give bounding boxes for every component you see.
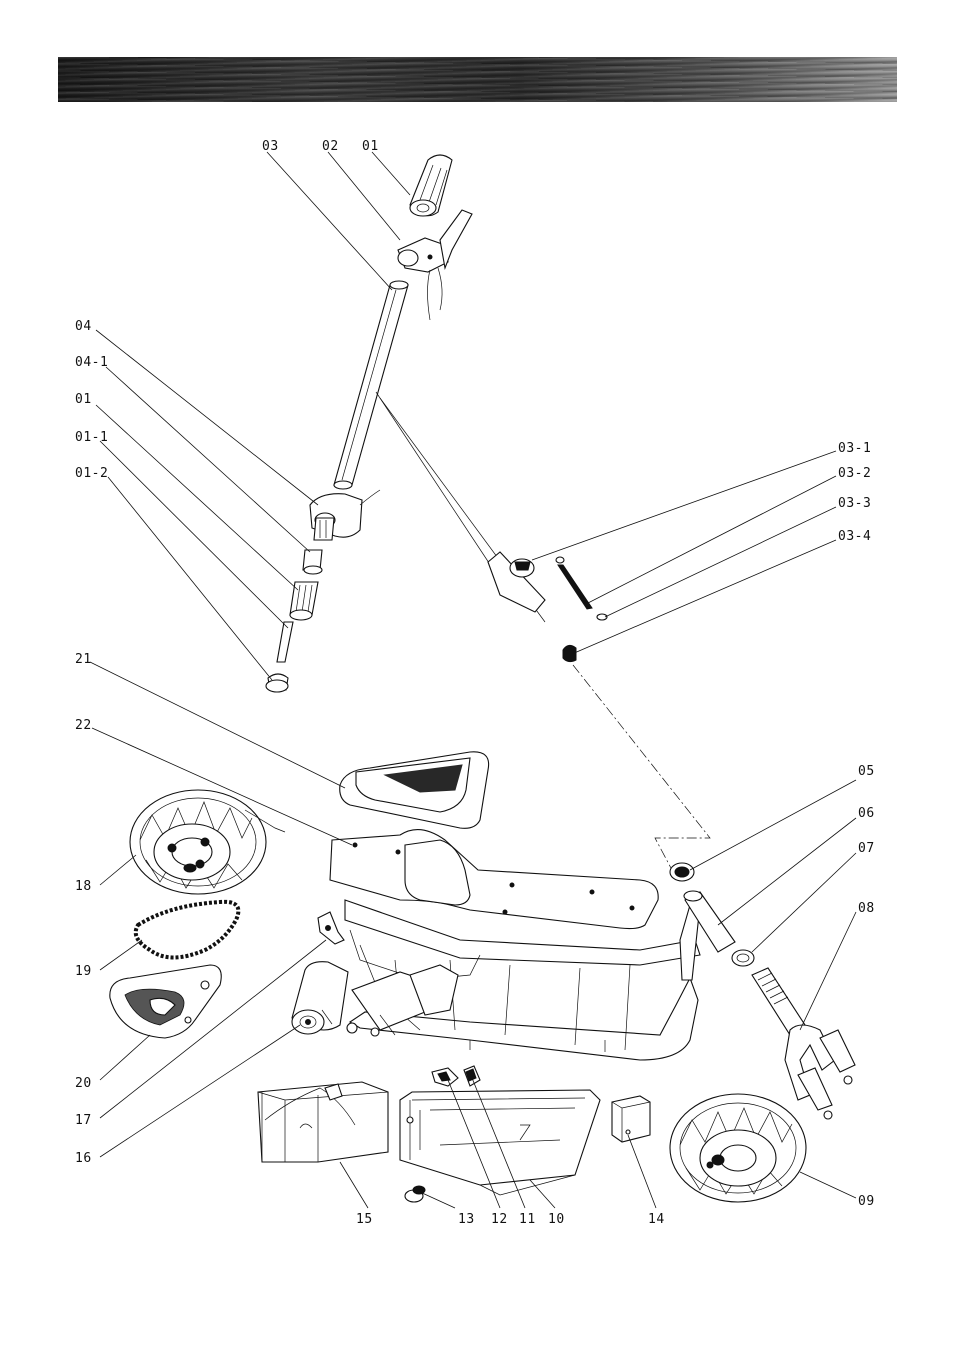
label-04-1: 04-1 <box>75 355 108 370</box>
leader-lines <box>90 152 856 1208</box>
controller-part <box>612 1096 650 1142</box>
label-01-top: 01 <box>362 139 379 154</box>
label-10: 10 <box>548 1212 565 1227</box>
grip-left-part <box>290 582 318 620</box>
bushing-part <box>303 550 322 574</box>
charge-port-part <box>405 1186 425 1202</box>
label-06: 06 <box>858 806 875 821</box>
bearing-ring-part <box>732 950 754 966</box>
label-17: 17 <box>75 1113 92 1128</box>
battery-pack-part <box>258 1082 388 1162</box>
label-08: 08 <box>858 901 875 916</box>
label-21: 21 <box>75 652 92 667</box>
throttle-bracket-part <box>318 912 344 944</box>
handlebar-tube-part <box>334 281 408 489</box>
label-01-left: 01 <box>75 392 92 407</box>
label-03-1: 03-1 <box>838 441 871 456</box>
label-13: 13 <box>458 1212 475 1227</box>
front-fork-part <box>752 968 855 1119</box>
brake-lever-part <box>398 210 472 320</box>
label-18: 18 <box>75 879 92 894</box>
switch-part <box>432 1068 458 1086</box>
label-14: 14 <box>648 1212 665 1227</box>
bearing-cup-part <box>670 863 694 881</box>
folding-stem-part <box>376 392 545 622</box>
front-wheel-part <box>670 1094 806 1202</box>
label-07: 07 <box>858 841 875 856</box>
label-03: 03 <box>262 139 279 154</box>
part-labels: 03 02 01 04 04-1 01 01-1 01-2 03-1 03-2 … <box>75 139 875 1227</box>
chain-part <box>136 902 239 958</box>
label-01-2: 01-2 <box>75 466 108 481</box>
label-02: 02 <box>322 139 339 154</box>
label-19: 19 <box>75 964 92 979</box>
clamp-part <box>310 490 380 540</box>
motor-part <box>292 962 348 1034</box>
label-16: 16 <box>75 1151 92 1166</box>
label-03-4: 03-4 <box>838 529 871 544</box>
rear-wheel-part <box>130 790 285 894</box>
label-11: 11 <box>519 1212 536 1227</box>
bolt-part <box>556 557 592 609</box>
label-03-3: 03-3 <box>838 496 871 511</box>
label-15: 15 <box>356 1212 373 1227</box>
frame-part <box>345 900 700 1060</box>
battery-tray-part <box>400 1090 600 1195</box>
shaft-part <box>277 622 293 662</box>
label-22: 22 <box>75 718 92 733</box>
seat-part <box>340 752 489 829</box>
chain-guard-part <box>110 965 221 1038</box>
label-01-1: 01-1 <box>75 430 108 445</box>
label-12: 12 <box>491 1212 508 1227</box>
label-09: 09 <box>858 1194 875 1209</box>
label-05: 05 <box>858 764 875 779</box>
label-20: 20 <box>75 1076 92 1091</box>
connector-part <box>464 1066 480 1086</box>
grip-part <box>410 155 452 216</box>
label-04: 04 <box>75 319 92 334</box>
label-03-2: 03-2 <box>838 466 871 481</box>
